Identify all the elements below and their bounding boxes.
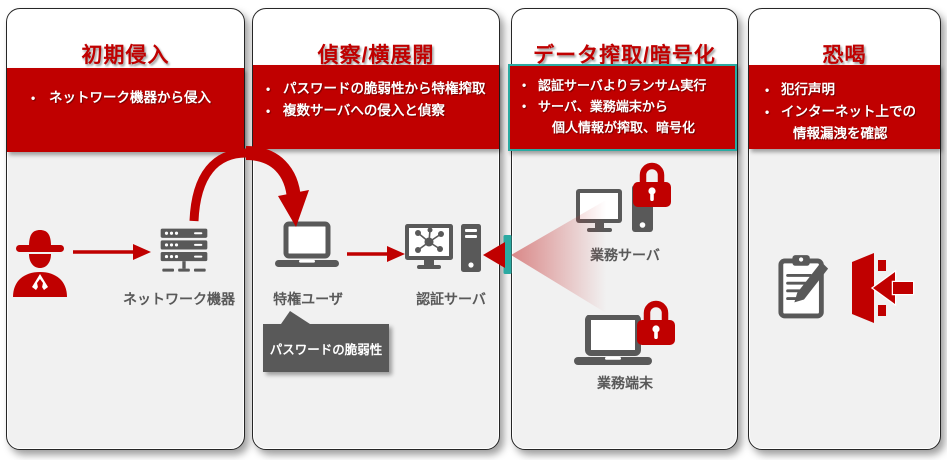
bullet-item: 認証サーバよりランサム実行: [510, 75, 735, 96]
panel-title: 偵察/横展開: [317, 44, 435, 68]
bullet-list: 認証サーバよりランサム実行 サーバ、業務端末から 個人情報が搾取、暗号化: [510, 75, 735, 138]
privileged-user-label: 特権ユーザ: [273, 291, 343, 307]
panel-recon-lateral-movement: 偵察/横展開 パスワードの脆弱性から特権搾取 複数サーバへの侵入と偵察 特権ユー…: [252, 8, 500, 450]
bullet-item: インターネット上での: [749, 101, 940, 123]
bullet-item: パスワードの脆弱性から特権搾取: [253, 78, 499, 100]
red-padlock-icon: [633, 162, 671, 207]
panel-initial-intrusion: 初期侵入 ネットワーク機器から侵入: [6, 8, 245, 450]
bullet-item: 複数サーバへの侵入と偵察: [253, 100, 499, 122]
right-arrow-icon: [73, 244, 151, 260]
network-device-label: ネットワーク機器: [123, 291, 235, 307]
bullet-item: 情報漏洩を確認: [793, 126, 888, 141]
bullet-item: サーバ、業務端末から: [510, 96, 735, 117]
panel-band: 犯行声明 インターネット上での 情報漏洩を確認: [749, 65, 940, 149]
bullet-list: 犯行声明 インターネット上での 情報漏洩を確認: [749, 79, 940, 145]
auth-server-label: 認証サーバ: [416, 291, 486, 307]
panel-band: ネットワーク機器から侵入: [7, 68, 244, 152]
panel-data-exfiltration-encryption: データ搾取/暗号化 認証サーバよりランサム実行 サーバ、業務端末から 個人情報が…: [508, 8, 738, 450]
auth-server-icon: [405, 224, 481, 272]
panel-title: データ搾取/暗号化: [533, 44, 716, 68]
clipboard-pencil-icon: [778, 255, 829, 319]
right-arrow-icon: [347, 246, 405, 262]
bullet-list: ネットワーク機器から侵入: [7, 87, 244, 109]
server-stack-icon: [160, 228, 208, 272]
bullet-list: パスワードの脆弱性から特権搾取 複数サーバへの侵入と偵察: [253, 78, 499, 122]
red-padlock-icon: [637, 300, 675, 345]
panel-band: 認証サーバよりランサム実行 サーバ、業務端末から 個人情報が搾取、暗号化: [508, 64, 737, 151]
bullet-item: ネットワーク機器から侵入: [7, 87, 244, 109]
panel-extortion: 恐喝 犯行声明 インターネット上での 情報漏洩を確認: [748, 8, 941, 450]
panel-title: 初期侵入: [81, 44, 170, 68]
bullet-item: 犯行声明: [749, 79, 940, 101]
business-terminal-label: 業務端末: [597, 375, 653, 391]
password-weakness-callout: パスワードの脆弱性: [263, 311, 389, 372]
spy-icon: [13, 230, 67, 297]
bullet-item: 個人情報が搾取、暗号化: [552, 120, 696, 135]
exit-door-arrow-icon: [852, 253, 915, 323]
business-server-label: 業務サーバ: [590, 247, 660, 263]
panel-title: 恐喝: [822, 44, 867, 68]
panel-band: パスワードの脆弱性から特権搾取 複数サーバへの侵入と偵察: [253, 65, 499, 149]
laptop-icon: [275, 221, 339, 267]
